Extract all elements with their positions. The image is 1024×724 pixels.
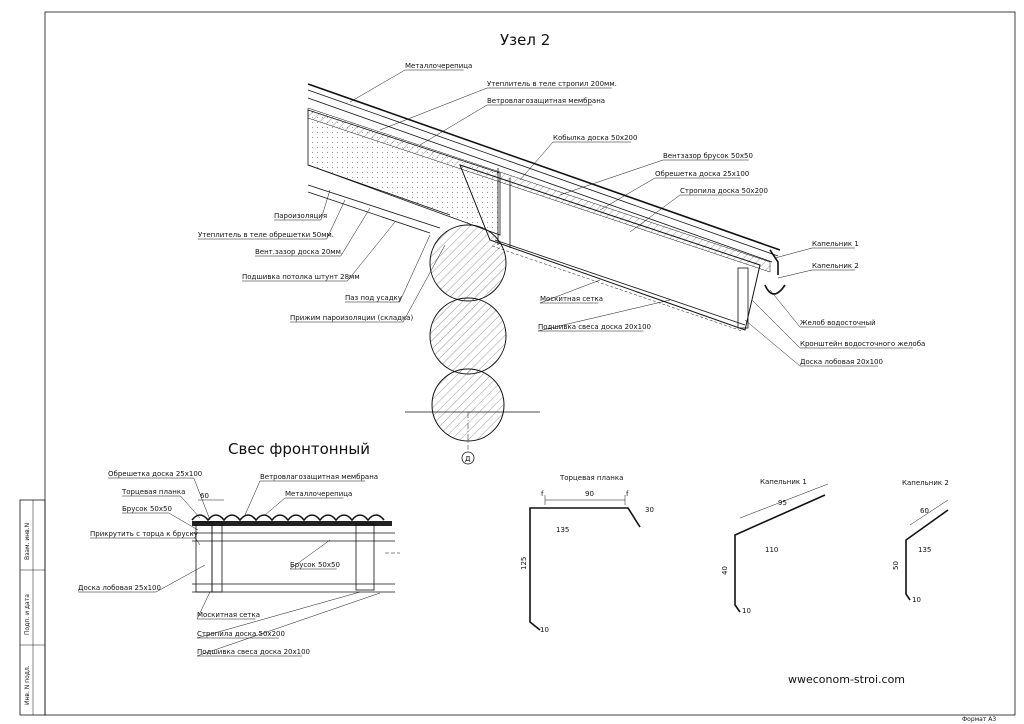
profile-1-dim-height: 125 xyxy=(520,557,528,570)
node-callouts-label-16: Капельник 2 xyxy=(812,262,859,270)
node-callouts-leader-0 xyxy=(349,69,406,103)
eave-callouts-label-2: Брусок 50х50 xyxy=(122,505,172,513)
profile-drip-1: Капельник 1 95 40 110 10 xyxy=(721,478,829,615)
node-callouts-label-10: Подшивка потолка штунт 28мм xyxy=(242,273,360,281)
node-callouts-label-18: Кронштейн водосточного желоба xyxy=(800,340,925,348)
node-callouts-label-13: Москитная сетка xyxy=(540,295,603,303)
eave-callouts-leader-0 xyxy=(193,477,211,521)
profile-2-title: Капельник 1 xyxy=(760,478,807,486)
node-callouts-leader-9 xyxy=(340,207,371,257)
eave-callouts-label-9: Стропила доска 50х200 xyxy=(197,630,285,638)
node-callouts-label-11: Паз под усадку xyxy=(345,294,402,302)
eave-callouts-leader-9 xyxy=(196,591,361,639)
format-label: Формат А3 xyxy=(962,716,996,723)
node-callouts-leader-2 xyxy=(419,104,488,146)
overhang-dim: 60 xyxy=(200,492,209,500)
node-callouts-label-17: Желоб водосточный xyxy=(800,319,876,327)
node-callouts-label-14: Подшивка свеса доска 20х100 xyxy=(538,323,651,331)
eave-callouts-label-3: Прикрутить с торца к бруску xyxy=(90,530,198,538)
node-callouts-leader-16 xyxy=(777,269,813,279)
node-callouts-label-2: Ветровлагозащитная мембрана xyxy=(487,97,605,105)
website-label: wweconom-stroi.com xyxy=(788,673,905,686)
stamp-field-1: Взам. инв.N xyxy=(24,523,31,560)
node-callouts-leader-4 xyxy=(559,159,664,196)
eave-callouts-leader-3 xyxy=(195,537,201,546)
profile-1-dim-width: 90 xyxy=(585,490,594,498)
node-callouts-leader-6 xyxy=(629,194,681,233)
node-callouts-leader-17 xyxy=(769,289,801,328)
eave-callouts-label-6: Металлочерепица xyxy=(285,490,352,498)
node-callouts-leader-7 xyxy=(320,189,331,221)
eave-callouts-label-7: Брусок 50х50 xyxy=(290,561,340,569)
node-section: Д xyxy=(307,83,786,465)
node-callouts-leader-10 xyxy=(347,221,396,282)
profile-drip-2: Капельник 2 60 50 135 10 xyxy=(892,479,949,604)
profile-1-dim-flange: 30 xyxy=(645,506,654,514)
eave-callouts-leader-7 xyxy=(289,539,331,570)
eave-callouts-leader-1 xyxy=(180,495,201,519)
profile-1-mark-a: f xyxy=(541,490,544,498)
eave-callouts-label-1: Торцевая планка xyxy=(121,488,185,496)
node-callouts-label-5: Обрешетка доска 25х100 xyxy=(655,170,749,178)
profile-2-dim-height: 40 xyxy=(721,566,729,575)
profile-3-dim-hem: 10 xyxy=(912,596,921,604)
eave-callouts-label-4: Доска лобовая 25х100 xyxy=(78,584,161,592)
node-callouts-leader-1 xyxy=(379,87,488,131)
side-stamp xyxy=(19,499,46,716)
node-callouts-leader-15 xyxy=(774,247,813,259)
node-callouts-label-6: Стропила доска 50х200 xyxy=(680,187,768,195)
eave-callouts-label-0: Обрешетка доска 25х100 xyxy=(108,470,202,478)
eave-section: 60 xyxy=(191,492,400,593)
sheet-frame xyxy=(44,11,1016,716)
node-callouts-label-15: Капельник 1 xyxy=(812,240,859,248)
eave-callouts-leader-5 xyxy=(244,480,261,516)
node-callouts-label-8: Утеплитель в теле обрешетки 50мм. xyxy=(198,231,334,239)
profile-1-dim-hem: 10 xyxy=(540,626,549,634)
node-callouts-label-19: Доска лобовая 20х100 xyxy=(800,358,883,366)
eave-callouts-label-10: Подшивка свеса доска 20х100 xyxy=(197,648,310,656)
node-callouts-leader-5 xyxy=(599,177,656,211)
eave-callouts-leader-6 xyxy=(264,497,286,516)
node-callouts-leader-18 xyxy=(751,299,801,349)
profile-3-dim-width: 60 xyxy=(920,507,929,515)
profile-2-dim-width: 95 xyxy=(778,499,787,507)
profile-2-dim-angle: 110 xyxy=(765,546,778,554)
eave-callouts-leader-2 xyxy=(168,512,199,531)
profile-1-mark-b: f xyxy=(626,490,629,498)
axis-label: Д xyxy=(465,455,471,463)
eave-callouts-label-5: Ветровлагозащитная мембрана xyxy=(260,473,378,481)
profile-2-dim-hem: 10 xyxy=(742,607,751,615)
profile-3-title: Капельник 2 xyxy=(902,479,949,487)
node-callouts-leader-11 xyxy=(399,234,431,303)
stamp-field-2: Подп. и дата xyxy=(24,594,31,635)
node-callouts-label-7: Пароизоляция xyxy=(274,212,327,220)
node-callouts-leader-3 xyxy=(519,141,554,181)
node-callouts-leader-19 xyxy=(744,319,801,367)
node-callouts-leader-8 xyxy=(326,199,346,240)
node-callouts-leader-13 xyxy=(539,279,601,304)
profile-3-dim-height: 50 xyxy=(892,561,900,570)
node-callouts-label-0: Металлочерепица xyxy=(405,62,472,70)
eave-callouts-leader-4 xyxy=(155,564,206,593)
node-callouts-label-1: Утеплитель в теле стропил 200мм. xyxy=(487,80,617,88)
eave-callouts-leader-8 xyxy=(196,591,211,620)
node-callouts-label-9: Вент.зазор доска 20мм. xyxy=(255,248,343,256)
profile-1-dim-tip: 135 xyxy=(556,526,569,534)
eave-title: Свес фронтонный xyxy=(228,440,370,458)
stamp-field-3: Инв. N подл. xyxy=(24,665,31,705)
profile-1-title: Торцевая планка xyxy=(559,474,623,482)
profile-end-strip: Торцевая планка 90 125 135 30 10 f f xyxy=(520,474,654,634)
node-callouts-label-3: Кобылка доска 50х200 xyxy=(553,134,637,142)
eave-callouts-leader-10 xyxy=(196,592,381,657)
node-callouts-leader-12 xyxy=(402,244,446,323)
profile-3-dim-angle: 135 xyxy=(918,546,931,554)
eave-callouts-label-8: Москитная сетка xyxy=(197,611,260,619)
node-callouts-label-4: Вентзазор брусок 50х50 xyxy=(663,152,753,160)
node-callouts-label-12: Прижим пароизоляции (складка) xyxy=(290,314,413,322)
node-title: Узел 2 xyxy=(500,31,550,49)
node-callouts-leader-14 xyxy=(537,299,671,332)
